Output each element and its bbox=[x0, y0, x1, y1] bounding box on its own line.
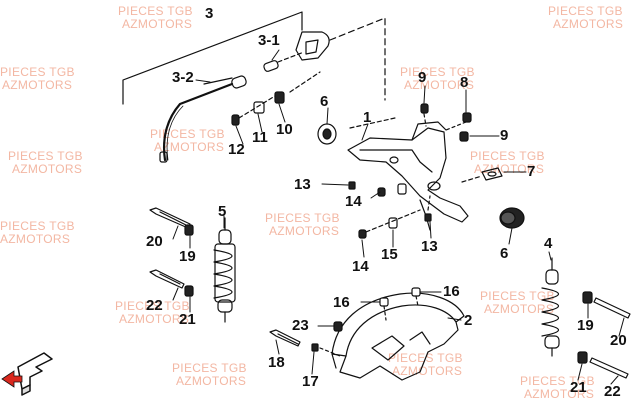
watermark-text: AZMOTORS bbox=[524, 387, 595, 401]
callout-10: 10 bbox=[276, 121, 293, 138]
callout-12: 12 bbox=[228, 141, 245, 158]
callout-1: 1 bbox=[363, 109, 372, 126]
callout-5: 5 bbox=[218, 203, 227, 220]
leader-lines bbox=[172, 49, 625, 385]
callout-20-right: 20 bbox=[610, 332, 627, 349]
callout-21-right: 21 bbox=[570, 379, 587, 396]
callout-20-left: 20 bbox=[146, 233, 163, 250]
callout-3-2: 3-2 bbox=[172, 69, 194, 86]
watermark-text: PIECES TGB bbox=[172, 361, 247, 375]
callout-9-upper: 9 bbox=[418, 69, 427, 86]
watermark-text: PIECES TGB bbox=[548, 4, 623, 18]
callout-22-right: 22 bbox=[604, 383, 621, 400]
callout-23: 23 bbox=[292, 317, 309, 334]
bolt-20-19-left bbox=[149, 207, 194, 236]
callout-17: 17 bbox=[302, 373, 319, 390]
watermark-text: PIECES TGB bbox=[115, 299, 190, 313]
callout-14-upper: 14 bbox=[345, 193, 362, 210]
fasteners-13-14-15 bbox=[348, 181, 432, 239]
bracket-3-dash bbox=[329, 17, 386, 101]
callout-18: 18 bbox=[268, 354, 285, 371]
callout-21-left: 21 bbox=[179, 311, 196, 328]
callout-11: 11 bbox=[252, 129, 268, 146]
callout-13-lower: 13 bbox=[421, 238, 438, 255]
callout-13-left: 13 bbox=[294, 176, 311, 193]
callout-16-left: 16 bbox=[333, 294, 350, 311]
callout-4: 4 bbox=[544, 235, 553, 252]
watermark-text: AZMOTORS bbox=[404, 78, 475, 92]
throttle-cable bbox=[159, 75, 247, 163]
part-2-mudguard bbox=[331, 292, 465, 381]
watermark-text: AZMOTORS bbox=[2, 78, 73, 92]
callout-9-right: 9 bbox=[500, 127, 509, 144]
watermark-text: PIECES TGB bbox=[0, 65, 75, 79]
callout-6-upper: 6 bbox=[320, 93, 329, 110]
watermark-text: AZMOTORS bbox=[0, 232, 71, 246]
watermark-text: AZMOTORS bbox=[484, 302, 555, 316]
part-3-1-pin bbox=[263, 51, 305, 72]
callout-3: 3 bbox=[205, 5, 214, 22]
watermark-text: AZMOTORS bbox=[269, 224, 340, 238]
watermark-text: PIECES TGB bbox=[118, 4, 193, 18]
callout-15: 15 bbox=[381, 246, 398, 263]
part-6-bumper-upper bbox=[317, 123, 337, 145]
watermark-text: PIECES TGB bbox=[470, 149, 545, 163]
watermark-text: PIECES TGB bbox=[0, 219, 75, 233]
watermark-text: PIECES TGB bbox=[480, 289, 555, 303]
arrow-icon bbox=[1, 370, 23, 388]
fasteners-17-18-23 bbox=[269, 321, 343, 357]
bracket-3-line bbox=[122, 11, 303, 105]
callout-14-lower: 14 bbox=[352, 258, 369, 275]
bolt-22-21-left bbox=[149, 269, 194, 297]
part-1-main-bracket bbox=[347, 117, 469, 231]
part-3-housing bbox=[295, 31, 330, 61]
callout-19-right: 19 bbox=[577, 317, 594, 334]
watermark-text: PIECES TGB bbox=[400, 65, 475, 79]
callout-6-lower: 6 bbox=[500, 245, 509, 262]
callout-7: 7 bbox=[527, 163, 536, 180]
callout-22-left: 22 bbox=[146, 297, 163, 314]
watermark-text: AZMOTORS bbox=[553, 17, 624, 31]
bolts-8-9 bbox=[420, 103, 472, 142]
watermark-text: AZMOTORS bbox=[392, 364, 463, 378]
watermark-text: AZMOTORS bbox=[176, 374, 247, 388]
watermark-text: PIECES TGB bbox=[265, 211, 340, 225]
callout-16-right: 16 bbox=[443, 283, 460, 300]
bolt-22-21-right bbox=[577, 351, 629, 379]
watermark-text: PIECES TGB bbox=[520, 374, 595, 388]
part-7-clip bbox=[461, 167, 503, 183]
front-direction-icon bbox=[1, 352, 53, 396]
callout-19-left: 19 bbox=[179, 248, 196, 265]
small-fasteners-10-11-12 bbox=[231, 71, 321, 126]
callout-8: 8 bbox=[460, 74, 469, 91]
watermark-text: AZMOTORS bbox=[119, 312, 190, 326]
watermark-text: AZMOTORS bbox=[154, 140, 225, 154]
bolt-20-19-right bbox=[582, 291, 631, 319]
part-6-bumper-lower bbox=[499, 207, 525, 229]
part-4-shock-absorber bbox=[541, 257, 560, 357]
watermark-text: AZMOTORS bbox=[122, 17, 193, 31]
callout-2: 2 bbox=[464, 312, 473, 329]
part-5-shock-absorber bbox=[213, 217, 236, 323]
watermark-text: PIECES TGB bbox=[8, 149, 83, 163]
callout-3-1: 3-1 bbox=[258, 32, 280, 49]
watermark-text: AZMOTORS bbox=[12, 162, 83, 176]
